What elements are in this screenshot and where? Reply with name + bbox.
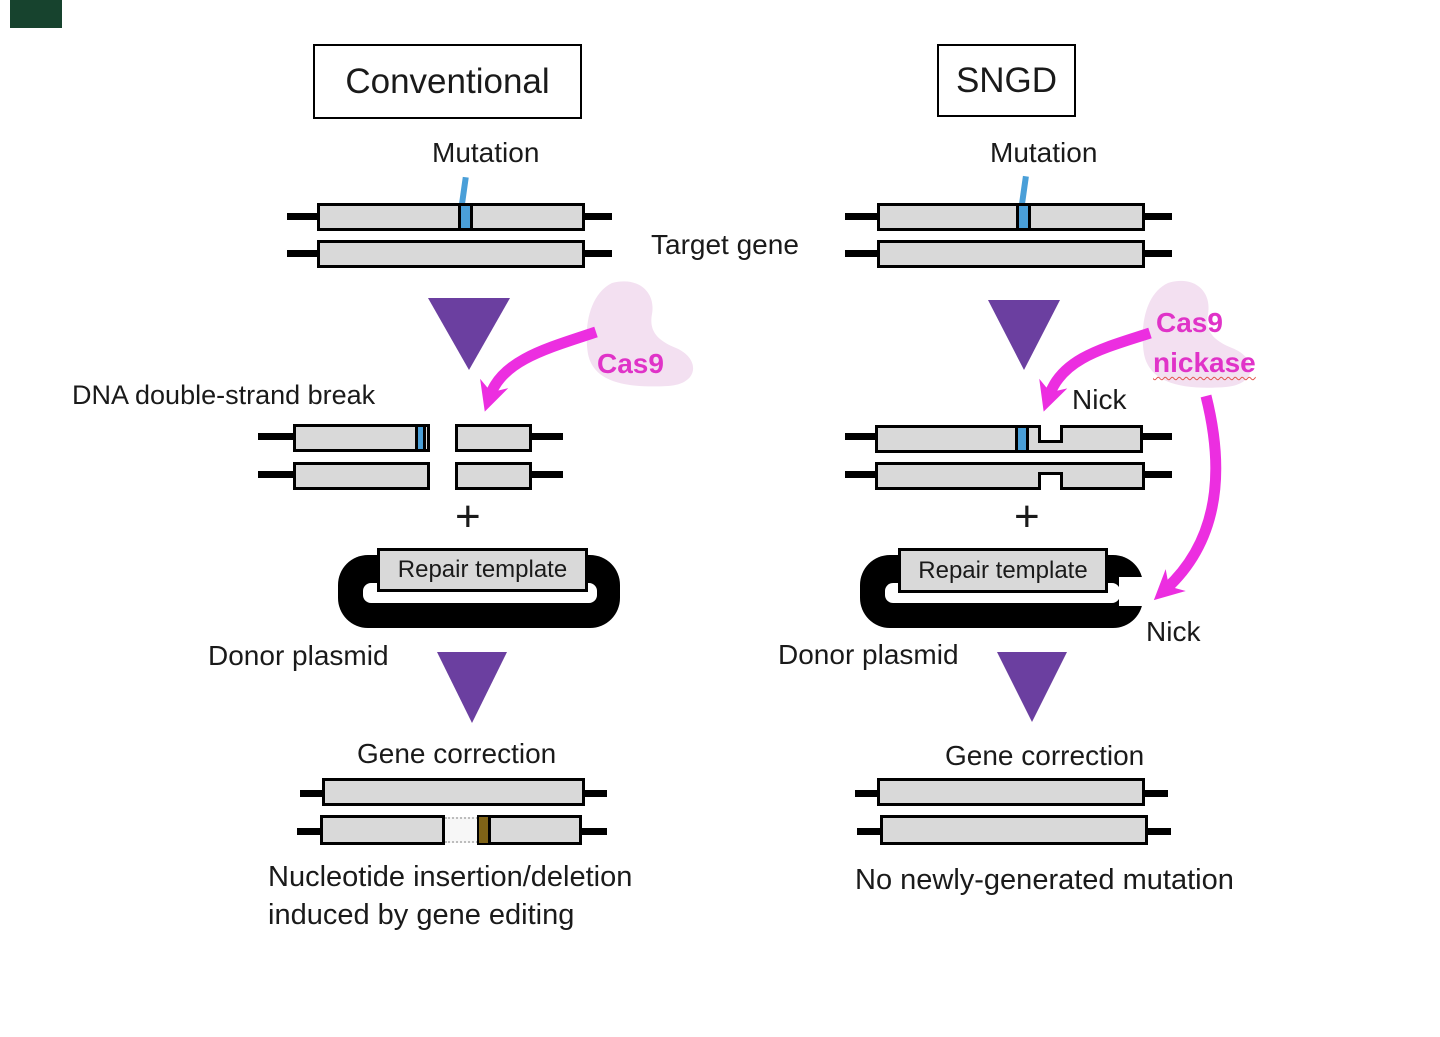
repair-template-box-right: Repair template <box>898 548 1108 593</box>
dna-line <box>580 828 607 835</box>
nicked-bar-bottom <box>875 462 1145 490</box>
result-caption-right: No newly-generated mutation <box>855 864 1234 896</box>
insertion-mark <box>477 815 490 845</box>
dna-line <box>583 213 612 220</box>
mutation-label-right: Mutation <box>990 137 1098 168</box>
donor-plasmid-label-right: Donor plasmid <box>778 639 959 670</box>
plasmid-nick-gap <box>1119 577 1146 606</box>
step-arrow-triangle <box>997 652 1067 722</box>
repair-template-box-left: Repair template <box>377 548 588 592</box>
corner-artifact <box>10 0 62 28</box>
broken-bar-top-right-piece <box>455 424 532 452</box>
dna-line <box>857 828 882 835</box>
step-arrow-triangle <box>437 652 507 723</box>
result-caption-left-line2: induced by gene editing <box>268 899 575 931</box>
mutation-mark <box>1016 206 1031 228</box>
dna-line <box>845 213 879 220</box>
gene-correction-label-left: Gene correction <box>357 738 557 769</box>
result-caption-left-line1: Nucleotide insertion/deletion <box>268 861 633 893</box>
title-conventional: Conventional <box>345 61 550 101</box>
dna-line <box>1143 213 1172 220</box>
dna-line <box>530 433 563 440</box>
dna-line <box>1146 828 1171 835</box>
plus-sign-left: + <box>455 492 481 541</box>
nickase-arrow-plasmid-right <box>1153 394 1222 601</box>
dsb-label: DNA double-strand break <box>72 380 376 410</box>
dna-line <box>845 433 877 440</box>
cas9-nickase-label-line1: Cas9 <box>1156 307 1223 338</box>
result-bar-right-top <box>877 778 1145 806</box>
result-bar-left-top <box>322 778 585 806</box>
result-bar-left-bottom-seg2 <box>488 815 582 845</box>
mutation-label-left: Mutation <box>432 137 540 168</box>
dna-line <box>297 828 322 835</box>
mutation-tick-right <box>1019 175 1029 205</box>
repair-template-label-left: Repair template <box>397 556 568 583</box>
dna-line <box>855 790 879 797</box>
dna-line <box>1143 250 1172 257</box>
dna-line <box>258 471 295 478</box>
mutation-mark <box>415 427 426 449</box>
nick-notch-top <box>1038 425 1063 443</box>
dna-line <box>530 471 563 478</box>
target-gene-bar-right-top <box>877 203 1145 231</box>
mutation-mark <box>1015 428 1029 450</box>
dna-line <box>287 213 319 220</box>
cas9-nickase-label-line2: nickase <box>1153 347 1256 378</box>
title-box-sngd: SNGD <box>937 44 1076 117</box>
target-gene-label: Target gene <box>651 229 799 260</box>
broken-bar-top-left-piece <box>293 424 430 452</box>
result-bar-right-bottom <box>880 815 1148 845</box>
target-gene-bar-left-top <box>317 203 585 231</box>
dna-line <box>583 790 607 797</box>
gene-correction-label-right: Gene correction <box>945 740 1145 771</box>
target-gene-bar-left-bottom <box>317 240 585 268</box>
donor-plasmid-label-left: Donor plasmid <box>208 640 389 671</box>
broken-bar-bottom-right-piece <box>455 462 532 490</box>
result-caption-left: Nucleotide insertion/deletion induced by… <box>268 858 632 934</box>
target-gene-bar-right-bottom <box>877 240 1145 268</box>
dna-line <box>1143 790 1168 797</box>
dna-line <box>845 471 877 478</box>
nick-notch-bottom <box>1038 472 1063 490</box>
dna-line <box>287 250 319 257</box>
dna-line <box>1143 471 1172 478</box>
dna-line <box>300 790 324 797</box>
title-sngd: SNGD <box>955 60 1058 100</box>
title-box-conventional: Conventional <box>313 44 582 119</box>
mutation-mark <box>458 206 473 228</box>
nick-label-plasmid: Nick <box>1146 616 1201 647</box>
repair-template-label-right: Repair template <box>918 556 1088 584</box>
mutation-tick-left <box>459 176 469 205</box>
dna-line <box>845 250 879 257</box>
step-arrow-triangle <box>428 298 510 370</box>
result-bar-left-bottom-seg1 <box>320 815 445 845</box>
step-arrow-triangle <box>988 300 1060 370</box>
broken-bar-bottom-left-piece <box>293 462 430 490</box>
cas9-label: Cas9 <box>597 348 664 379</box>
plus-sign-right: + <box>1014 492 1040 541</box>
deletion-region <box>445 817 478 843</box>
dna-line <box>258 433 295 440</box>
nick-label-top: Nick <box>1072 384 1127 415</box>
dna-line <box>1141 433 1172 440</box>
dna-line <box>583 250 612 257</box>
nicked-bar-top <box>875 425 1143 453</box>
